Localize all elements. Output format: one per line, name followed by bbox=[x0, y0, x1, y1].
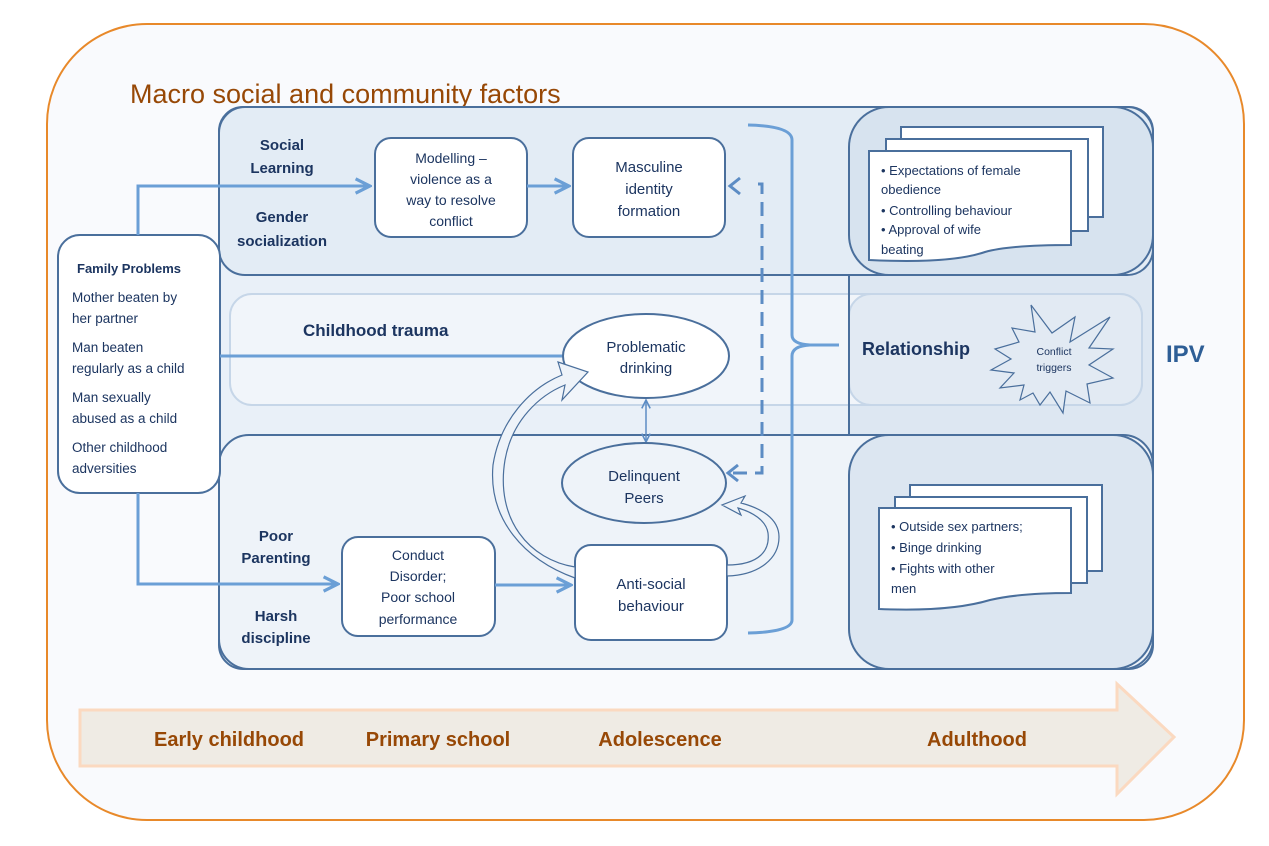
attitude-note-4: • Approval of wife bbox=[881, 222, 981, 237]
conflict-triggers-line-1: Conflict bbox=[1036, 346, 1071, 358]
timeline-stage-primary-school: Primary school bbox=[366, 729, 511, 751]
ipv-outcome-label: IPV bbox=[1166, 341, 1205, 368]
conduct-line-2: Disorder; bbox=[390, 568, 447, 584]
drinking-line-2: drinking bbox=[620, 360, 673, 377]
poor-parenting-label-2: Parenting bbox=[241, 550, 310, 567]
attitude-note-5: beating bbox=[881, 242, 924, 257]
dashed-arrow-head-peers bbox=[725, 463, 739, 483]
timeline-stage-adolescence: Adolescence bbox=[598, 729, 721, 751]
masculine-line-3: formation bbox=[618, 203, 681, 220]
antisocial-line-1: Anti-social bbox=[616, 576, 685, 593]
family-problem-3-line2: abused as a child bbox=[72, 411, 177, 426]
conflict-triggers-line-2: triggers bbox=[1036, 362, 1071, 374]
arrow-family-to-conduct bbox=[136, 493, 338, 584]
social-learning-label-2: Learning bbox=[250, 160, 313, 177]
antisocial-line-2: behaviour bbox=[618, 598, 684, 615]
risk-note-4: men bbox=[891, 581, 916, 596]
family-problems-list: Mother beaten by her partner Man beaten … bbox=[72, 290, 185, 476]
conduct-line-4: performance bbox=[379, 611, 458, 627]
delinquent-peers-ellipse bbox=[561, 442, 727, 524]
masculine-line-1: Masculine bbox=[615, 159, 683, 176]
risk-note-3: • Fights with other bbox=[891, 561, 995, 576]
family-problem-1-line1: Mother beaten by bbox=[72, 290, 177, 305]
family-problems-heading: Family Problems bbox=[77, 261, 181, 276]
dashed-arrow-head-masculine bbox=[727, 176, 741, 196]
masculine-line-2: identity bbox=[625, 181, 673, 198]
attitude-note-2: obedience bbox=[881, 182, 941, 197]
family-problem-2-line1: Man beaten bbox=[72, 340, 143, 355]
gender-socialization-label-1: Gender bbox=[256, 209, 309, 226]
family-problem-4-line1: Other childhood bbox=[72, 440, 167, 455]
risk-behaviour-notes: • Outside sex partners; • Binge drinking… bbox=[878, 484, 1103, 611]
peers-line-2: Peers bbox=[624, 490, 663, 507]
macro-factors-title: Macro social and community factors bbox=[130, 79, 561, 109]
dashed-arrow-peers-to-masculine bbox=[728, 182, 764, 475]
poor-parenting-label-1: Poor bbox=[259, 528, 293, 545]
modelling-line-3: way to resolve bbox=[405, 192, 496, 208]
antisocial-behaviour-box bbox=[574, 544, 728, 641]
childhood-trauma-label: Childhood trauma bbox=[303, 321, 449, 340]
family-problem-3-line1: Man sexually bbox=[72, 390, 151, 405]
family-problem-4-line2: adversities bbox=[72, 461, 137, 476]
masculine-identity-box bbox=[572, 137, 726, 238]
attitude-note-1: • Expectations of female bbox=[881, 163, 1021, 178]
curly-bracket bbox=[747, 123, 839, 635]
peers-line-1: Delinquent bbox=[608, 468, 681, 485]
gender-socialization-label-2: socialization bbox=[237, 233, 327, 250]
relationship-label: Relationship bbox=[862, 339, 970, 359]
conduct-line-3: Poor school bbox=[381, 589, 455, 605]
conflict-triggers-starburst: Conflict triggers bbox=[989, 304, 1115, 415]
drinking-line-1: Problematic bbox=[606, 339, 686, 356]
family-problem-1-line2: her partner bbox=[72, 311, 139, 326]
arrow-family-to-modelling bbox=[136, 186, 370, 235]
timeline-stage-adulthood: Adulthood bbox=[927, 729, 1027, 751]
modelling-line-1: Modelling – bbox=[415, 150, 487, 166]
harsh-discipline-label-1: Harsh bbox=[255, 608, 298, 625]
risk-note-1: • Outside sex partners; bbox=[891, 519, 1023, 534]
attitude-note-3: • Controlling behaviour bbox=[881, 203, 1013, 218]
timeline-arrow bbox=[78, 680, 1177, 798]
curved-arrow-antisocial-to-drinking bbox=[491, 361, 590, 579]
family-problem-2-line2: regularly as a child bbox=[72, 361, 185, 376]
risk-note-2: • Binge drinking bbox=[891, 540, 982, 555]
attitudes-notes: • Expectations of female obedience • Con… bbox=[868, 126, 1104, 262]
problematic-drinking-ellipse bbox=[562, 313, 730, 399]
curved-arrow-antisocial-to-peers bbox=[720, 494, 780, 577]
harsh-discipline-label-2: discipline bbox=[241, 630, 310, 647]
modelling-line-2: violence as a bbox=[410, 171, 492, 187]
social-learning-label-1: Social bbox=[260, 137, 304, 154]
timeline-stage-early-childhood: Early childhood bbox=[154, 729, 304, 751]
conduct-line-1: Conduct bbox=[392, 547, 444, 563]
modelling-line-4: conflict bbox=[429, 213, 473, 229]
